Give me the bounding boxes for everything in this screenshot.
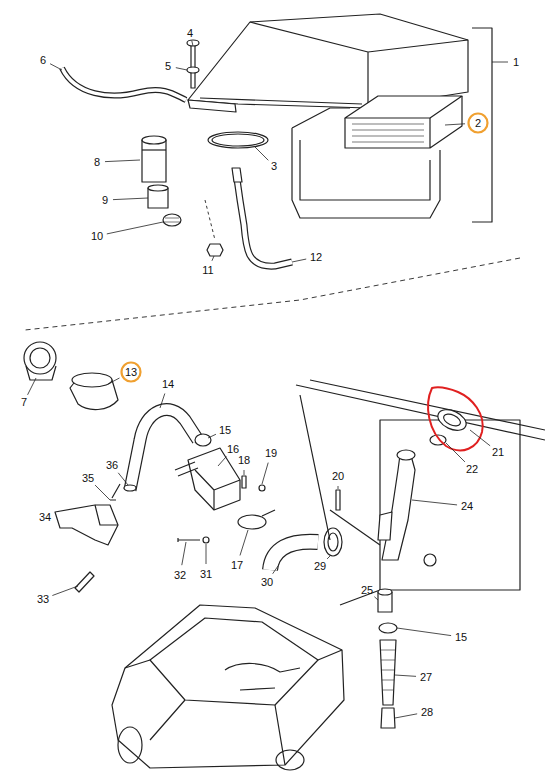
leader-line bbox=[95, 485, 110, 500]
leader-line bbox=[470, 430, 490, 446]
highlight-circle: 2 bbox=[467, 112, 489, 134]
leader-line bbox=[28, 378, 36, 395]
leader-line bbox=[446, 443, 465, 462]
callout-number: 35 bbox=[82, 472, 94, 485]
callout-number: 11 bbox=[202, 264, 213, 277]
callout-number: 9 bbox=[102, 194, 108, 207]
callout-number: 29 bbox=[314, 560, 326, 573]
leader-line bbox=[182, 542, 186, 565]
leader-line bbox=[395, 675, 416, 676]
callout-number: 5 bbox=[165, 60, 171, 73]
leader-line bbox=[273, 566, 278, 574]
callout-number: 1 bbox=[513, 56, 519, 69]
leader-line bbox=[107, 222, 163, 234]
leader-line bbox=[105, 160, 140, 162]
callout-number: 16 bbox=[227, 443, 239, 456]
callout-number: 6 bbox=[40, 54, 46, 67]
highlight-circle: 13 bbox=[120, 361, 142, 383]
callout-number: 27 bbox=[420, 671, 432, 684]
callout-number: 18 bbox=[238, 454, 250, 467]
callout-number: 28 bbox=[421, 706, 433, 719]
callout-number: 4 bbox=[187, 27, 193, 40]
leader-line bbox=[50, 64, 62, 70]
leader-line bbox=[244, 470, 245, 475]
callout-number: 20 bbox=[332, 470, 344, 483]
callout-number: 25 bbox=[361, 584, 373, 597]
leader-line bbox=[327, 556, 330, 559]
leader-line bbox=[208, 434, 216, 438]
callout-number: 30 bbox=[261, 576, 273, 589]
leader-line bbox=[160, 393, 165, 408]
callout-number: 15 bbox=[455, 631, 467, 644]
leader-line bbox=[338, 486, 339, 489]
callout-number: 24 bbox=[461, 500, 473, 513]
callout-number: 31 bbox=[200, 568, 212, 581]
leader-line bbox=[445, 124, 465, 125]
leader-line bbox=[255, 147, 268, 160]
leader-line bbox=[212, 256, 214, 261]
leader-line bbox=[108, 378, 119, 384]
leader-line bbox=[52, 586, 78, 596]
leader-line bbox=[492, 62, 508, 63]
callout-number: 36 bbox=[106, 459, 118, 472]
leader-line bbox=[176, 68, 187, 70]
callout-number: 22 bbox=[466, 463, 478, 476]
leader-line bbox=[412, 500, 457, 505]
leader-line bbox=[118, 473, 128, 485]
callout-number: 15 bbox=[219, 424, 231, 437]
leader-line bbox=[218, 456, 226, 466]
leader-line bbox=[192, 41, 193, 46]
callout-number: 13 bbox=[125, 366, 137, 379]
callout-number: 32 bbox=[174, 569, 186, 582]
leader-line bbox=[240, 530, 248, 555]
callout-number: 33 bbox=[37, 593, 49, 606]
leader-line bbox=[113, 198, 148, 200]
callout-number: 2 bbox=[475, 117, 481, 130]
callout-number: 8 bbox=[94, 156, 100, 169]
leader-line bbox=[374, 597, 378, 600]
callout-number: 12 bbox=[310, 251, 322, 264]
leader-line bbox=[206, 544, 207, 564]
callout-number: 17 bbox=[231, 559, 243, 572]
leader-line bbox=[397, 628, 451, 636]
callout-number: 3 bbox=[271, 160, 277, 173]
leader-line bbox=[395, 714, 417, 718]
leader-line bbox=[292, 259, 306, 262]
callout-number: 7 bbox=[21, 396, 27, 409]
callout-number: 10 bbox=[91, 230, 103, 243]
leader-line bbox=[262, 463, 268, 484]
callout-number: 14 bbox=[162, 378, 174, 391]
callout-number: 21 bbox=[492, 446, 504, 459]
callout-number: 19 bbox=[265, 447, 277, 460]
callout-number: 34 bbox=[39, 511, 51, 524]
